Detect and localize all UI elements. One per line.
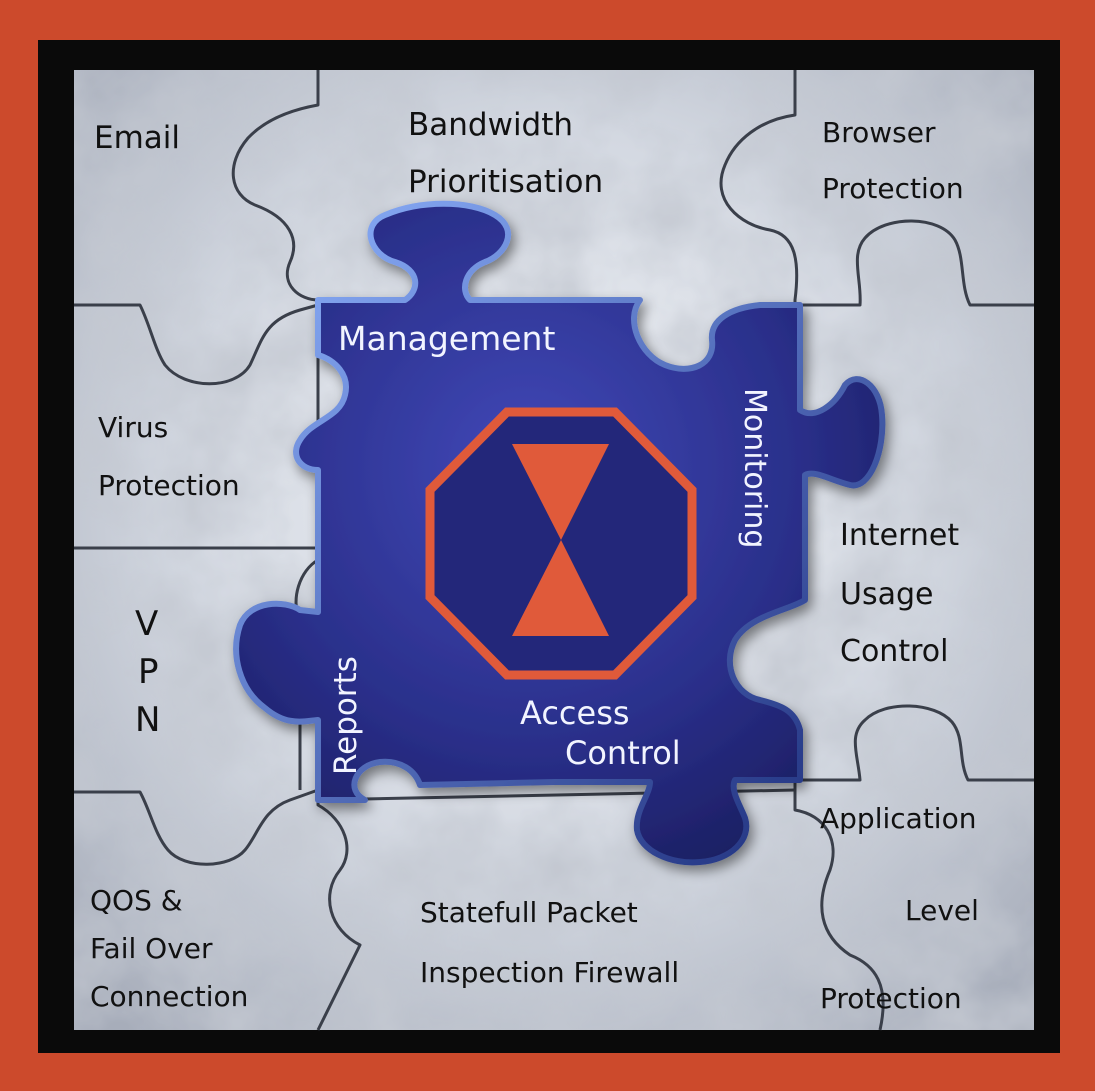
- tile-qos-line-1: QOS &: [90, 884, 183, 917]
- tile-stateful: Statefull Packet Inspection Firewall: [420, 896, 679, 989]
- tile-bandwidth: Bandwidth Prioritisation: [408, 107, 603, 200]
- tile-browser-line-2: Protection: [822, 172, 964, 205]
- tile-virus-line-1: Virus: [98, 411, 168, 444]
- tile-virus: Virus Protection: [98, 411, 240, 502]
- tile-qos-line-3: Connection: [90, 980, 248, 1013]
- tile-vpn-line-3: N: [135, 700, 160, 740]
- center-access-line-2: Control: [565, 734, 681, 772]
- tile-qos: QOS & Fail Over Connection: [90, 884, 248, 1013]
- tile-bandwidth-line-1: Bandwidth: [408, 107, 573, 143]
- tile-browser: Browser Protection: [822, 116, 964, 205]
- tile-browser-line-1: Browser: [822, 116, 936, 149]
- center-monitoring-label: Monitoring: [737, 388, 772, 548]
- tile-application: Application Level Protection: [820, 802, 979, 1015]
- center-reports-label: Reports: [328, 656, 364, 775]
- tile-vpn-line-2: P: [138, 652, 159, 692]
- tile-application-line-2: Level: [905, 894, 979, 927]
- tile-internet-line-1: Internet: [840, 518, 959, 553]
- tile-stateful-line-2: Inspection Firewall: [420, 956, 679, 989]
- tile-email: Email: [94, 120, 180, 156]
- tile-vpn-line-1: V: [135, 604, 158, 644]
- center-management-label: Management: [338, 319, 555, 358]
- tile-virus-line-2: Protection: [98, 469, 240, 502]
- center-access-line-1: Access: [520, 694, 630, 732]
- tile-qos-line-2: Fail Over: [90, 932, 213, 965]
- tile-internet-line-3: Control: [840, 634, 948, 669]
- tile-stateful-line-1: Statefull Packet: [420, 896, 638, 929]
- tile-email-line-1: Email: [94, 120, 180, 156]
- tile-application-line-3: Protection: [820, 982, 962, 1015]
- tile-vpn: V P N: [135, 604, 160, 740]
- octagon-logo-icon: [425, 407, 697, 680]
- tile-internet-line-2: Usage: [840, 577, 933, 612]
- tile-bandwidth-line-2: Prioritisation: [408, 164, 603, 200]
- tile-internet: Internet Usage Control: [840, 518, 959, 669]
- tile-application-line-1: Application: [820, 802, 976, 835]
